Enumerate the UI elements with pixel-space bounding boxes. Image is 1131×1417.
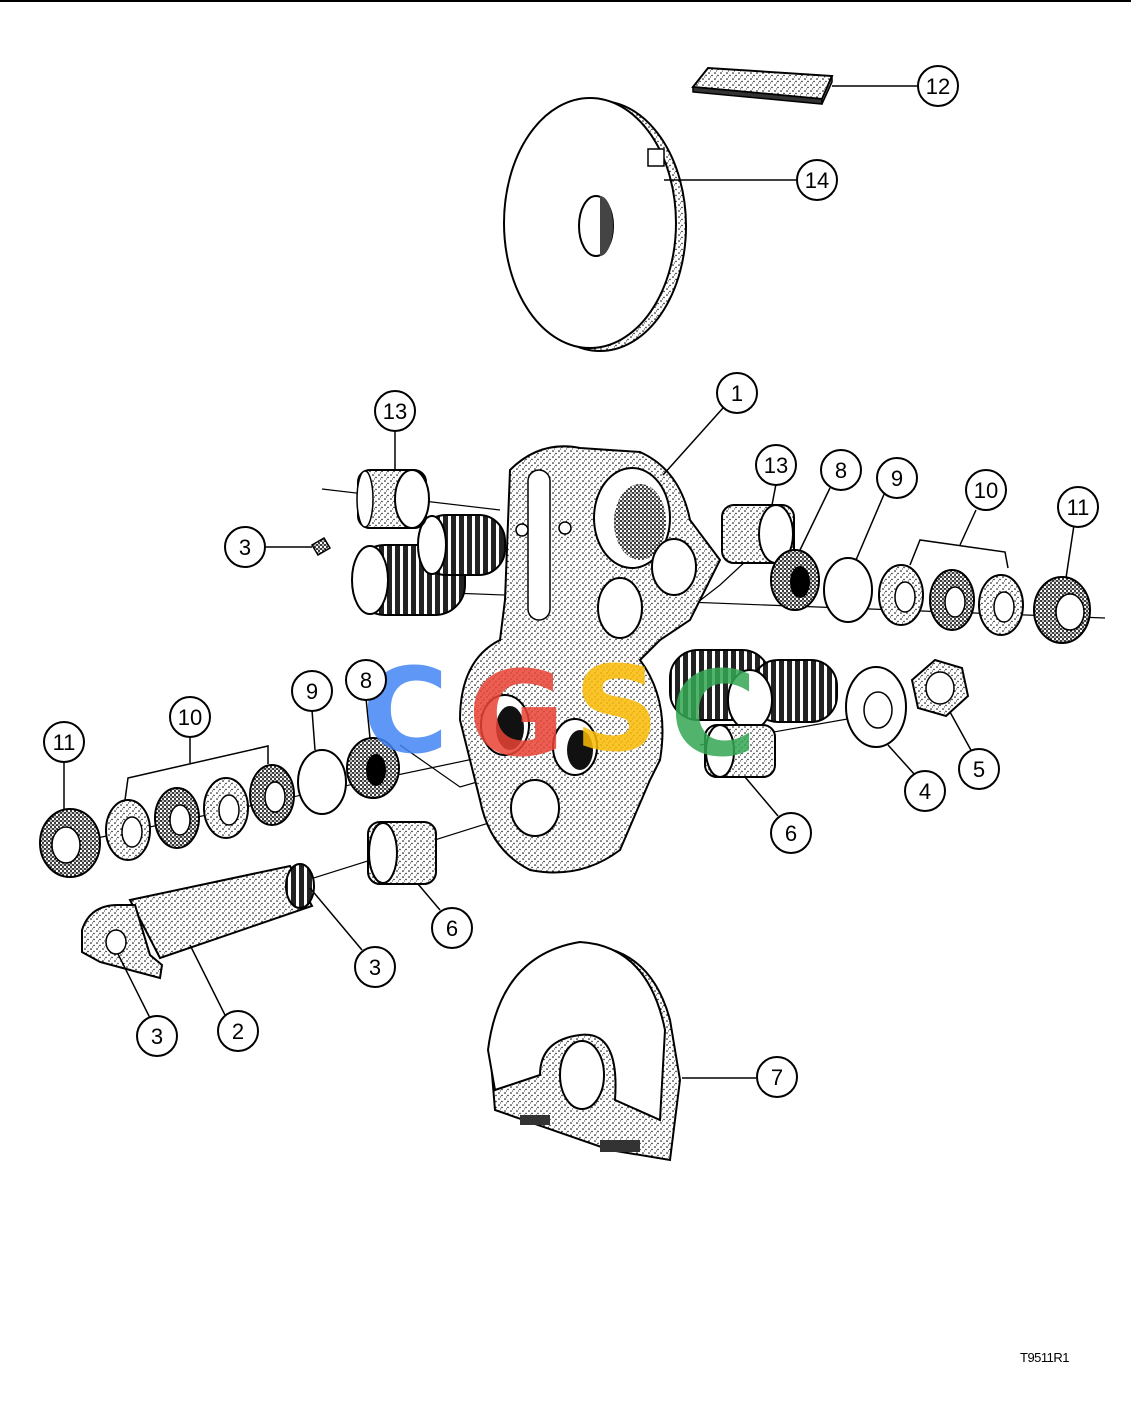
part-washer-lower-9	[297, 749, 347, 815]
callout-number: 2	[232, 1019, 244, 1044]
callout-number: 12	[926, 74, 950, 99]
callout-c3b: 3	[354, 946, 396, 988]
part-grease-fitting-upper	[310, 536, 332, 557]
callout-number: 3	[369, 955, 381, 980]
callout-circle	[354, 946, 396, 988]
callout-c10b: 10	[169, 696, 211, 738]
callout-c13a: 13	[374, 390, 416, 432]
part-pin	[81, 863, 315, 980]
part-nut-upper-11	[1033, 576, 1091, 644]
part-washer-4	[845, 666, 907, 748]
callout-c7: 7	[756, 1056, 798, 1098]
watermark-letter: G	[468, 645, 565, 783]
callout-number: 6	[785, 821, 797, 846]
callout-c9b: 9	[291, 670, 333, 712]
part-nut-5	[910, 658, 970, 718]
callout-circle	[965, 469, 1007, 511]
callout-circle	[224, 526, 266, 568]
callout-circle	[756, 1056, 798, 1098]
callout-c13b: 13	[755, 444, 797, 486]
callout-c12: 12	[917, 65, 959, 107]
callout-number: 3	[151, 1024, 163, 1049]
callout-circle	[904, 770, 946, 812]
callout-c8a: 8	[820, 449, 862, 491]
callout-number: 9	[891, 466, 903, 491]
callout-number: 10	[974, 478, 998, 503]
part-washer-upper-9	[823, 557, 873, 623]
part-bushing-upper-right	[721, 504, 795, 564]
watermark-letter: S	[574, 640, 659, 778]
reference-code: T9511R1	[1020, 1350, 1070, 1365]
callout-circle	[374, 390, 416, 432]
callout-number: 7	[771, 1065, 783, 1090]
callout-c10a: 10	[965, 469, 1007, 511]
callout-number: 11	[1067, 495, 1090, 520]
part-key	[691, 66, 834, 105]
callout-c1: 1	[716, 372, 758, 414]
callout-c6b: 6	[431, 907, 473, 949]
part-upper-left-rollers	[351, 514, 506, 616]
callout-circle	[796, 159, 838, 201]
callout-c14: 14	[796, 159, 838, 201]
part-seal-lower	[346, 737, 400, 799]
callout-circle	[917, 65, 959, 107]
part-nut-lower-11	[39, 808, 101, 878]
callout-circle	[716, 372, 758, 414]
watermark: C G S C	[362, 640, 757, 783]
callout-c2: 2	[217, 1010, 259, 1052]
callout-number: 4	[919, 779, 931, 804]
callout-number: 11	[53, 730, 76, 755]
callout-circle	[1057, 486, 1099, 528]
part-bushing-lower-6	[367, 821, 437, 885]
callout-circle	[876, 457, 918, 499]
part-shims-upper-10	[878, 564, 1024, 636]
callout-number: 1	[731, 381, 743, 406]
callout-number: 8	[360, 668, 372, 693]
callout-number: 8	[835, 458, 847, 483]
callout-c11b: 11	[43, 721, 85, 763]
part-main-block	[458, 445, 722, 874]
callout-c5: 5	[958, 748, 1000, 790]
callout-c8b: 8	[345, 659, 387, 701]
callout-c6a: 6	[770, 812, 812, 854]
part-guard-plate	[486, 940, 682, 1162]
callout-c3a: 3	[224, 526, 266, 568]
watermark-letter: C	[670, 645, 757, 783]
callout-circle	[431, 907, 473, 949]
part-disc	[503, 97, 687, 352]
callout-c9a: 9	[876, 457, 918, 499]
callout-c11a: 11	[1057, 486, 1099, 528]
callout-circle	[291, 670, 333, 712]
callout-circle	[958, 748, 1000, 790]
callout-c4: 4	[904, 770, 946, 812]
callout-circle	[345, 659, 387, 701]
callout-number: 13	[764, 453, 788, 478]
callout-circle	[820, 449, 862, 491]
callout-number: 9	[306, 679, 318, 704]
callout-circle	[43, 721, 85, 763]
callout-number: 5	[973, 757, 985, 782]
part-seal-upper	[770, 549, 820, 611]
callout-number: 14	[805, 168, 829, 193]
part-bushing-right-6	[704, 724, 776, 778]
callout-number: 3	[239, 535, 251, 560]
callout-circle	[169, 696, 211, 738]
callout-circle	[770, 812, 812, 854]
part-shims-lower-10	[105, 764, 295, 861]
callout-number: 13	[383, 399, 407, 424]
callout-number: 10	[178, 705, 202, 730]
callout-circle	[755, 444, 797, 486]
callout-circle	[217, 1010, 259, 1052]
part-bushing-upper-left	[356, 469, 430, 529]
callout-c3c: 3	[136, 1015, 178, 1057]
callout-number: 6	[446, 916, 458, 941]
callout-circle	[136, 1015, 178, 1057]
top-border	[0, 0, 1131, 2]
